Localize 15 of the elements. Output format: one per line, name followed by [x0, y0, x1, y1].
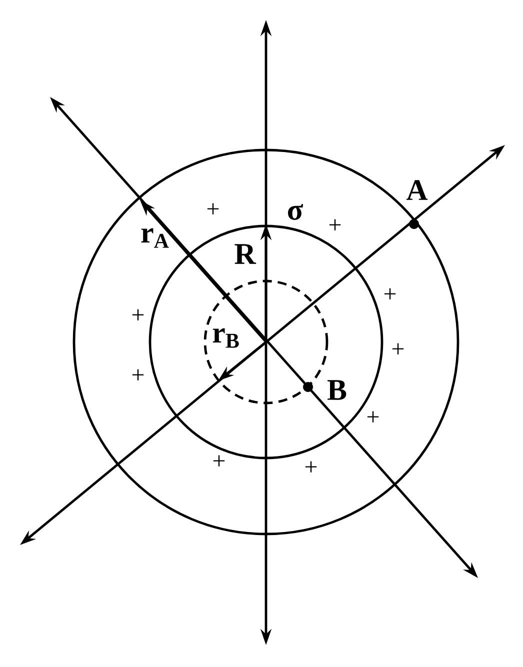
point-label: A: [406, 180, 428, 200]
plus-sign: +: [305, 461, 317, 472]
plus-sign: +: [384, 288, 396, 300]
radius-label: r$_{B}$: [212, 328, 239, 348]
plus-sign: +: [132, 309, 144, 320]
plus-sign: +: [367, 411, 379, 422]
radius-label: r$_{A}$: [141, 228, 169, 248]
plus-sign: +: [132, 369, 144, 380]
plus-sign: +: [207, 203, 219, 214]
symbol-label: σ: [288, 204, 303, 220]
plus-sign: +: [329, 219, 341, 230]
radius-label: R: [234, 244, 256, 264]
plus-sign: +: [392, 343, 404, 354]
point-label: B: [328, 380, 346, 400]
plus-sign: +: [213, 455, 225, 466]
